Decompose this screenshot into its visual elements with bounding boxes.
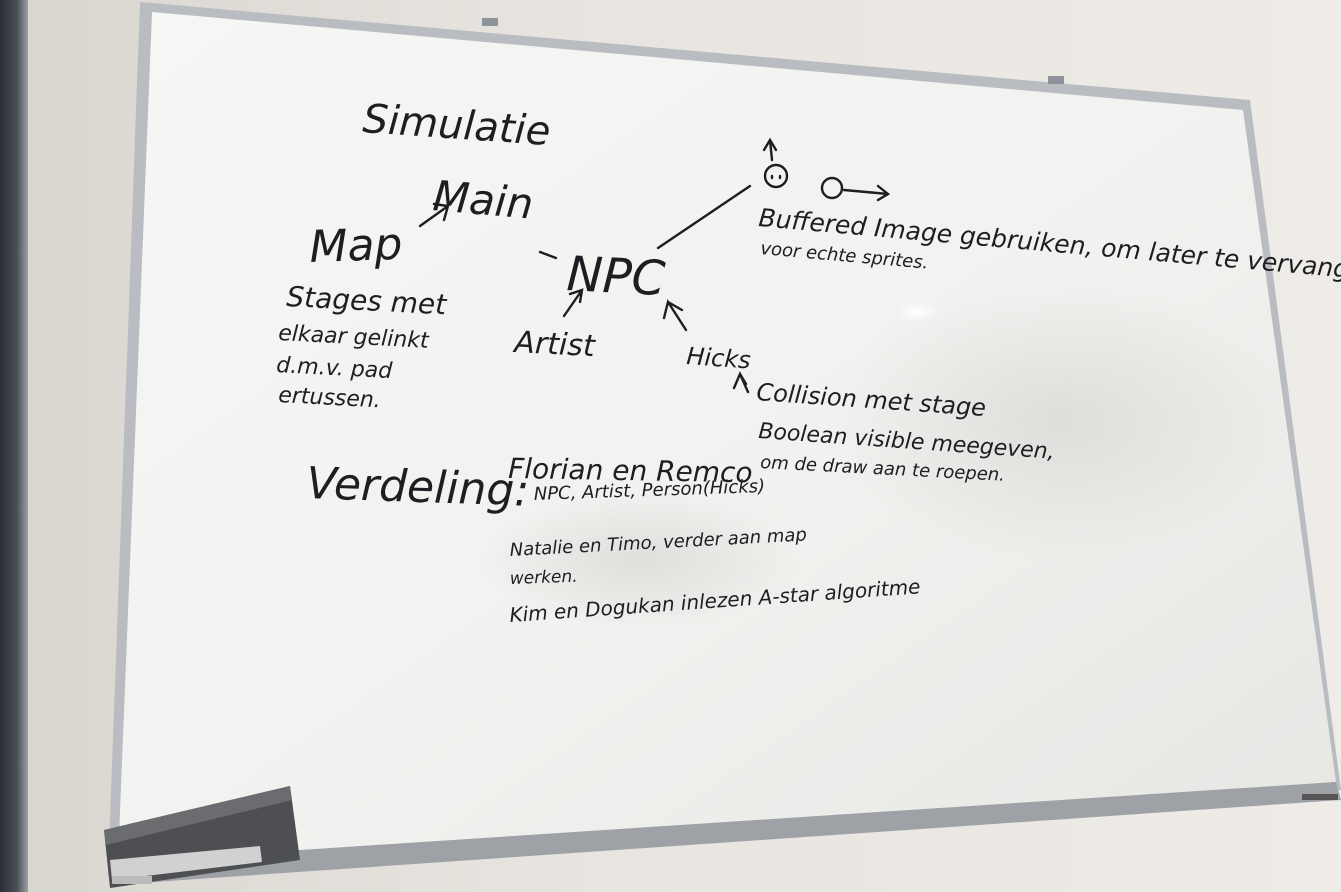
arrow-right-icon bbox=[842, 184, 891, 202]
eraser-object bbox=[104, 786, 300, 888]
door-frame bbox=[0, 0, 28, 892]
verdeling-line-4: werken. bbox=[509, 567, 578, 589]
arrow-up-icon bbox=[762, 137, 778, 162]
sprite-eyes bbox=[770, 174, 782, 180]
label-artist: Artist bbox=[512, 325, 597, 364]
arrow-collision-to-hicks bbox=[732, 371, 750, 394]
label-hicks: Hicks bbox=[686, 342, 752, 374]
smudge bbox=[830, 280, 1290, 560]
label-map: Map bbox=[309, 219, 404, 273]
arrow-hicks-to-npc bbox=[662, 299, 688, 332]
marker-tray bbox=[110, 782, 1341, 885]
frame-clip bbox=[1048, 76, 1064, 84]
sketch-strokes bbox=[418, 137, 891, 394]
label-verdeling: Verdeling: bbox=[306, 458, 530, 517]
light-glare bbox=[896, 302, 940, 322]
arrow-map-to-main bbox=[418, 202, 450, 228]
label-npc: NPC bbox=[565, 246, 667, 307]
verdeling-line-1: Florian en Remco bbox=[508, 452, 753, 489]
arrow-artist-to-npc bbox=[562, 288, 584, 318]
map-note-4: ertussen. bbox=[278, 383, 382, 413]
tick-mark bbox=[538, 250, 558, 260]
frame-label bbox=[1302, 794, 1338, 800]
sprite-figure bbox=[820, 176, 844, 200]
sprite-figure bbox=[763, 163, 789, 189]
smudge bbox=[480, 490, 800, 630]
label-main: Main bbox=[431, 171, 535, 229]
map-note-3: d.m.v. pad bbox=[276, 353, 394, 384]
line-npc-to-sprite bbox=[656, 184, 752, 250]
frame-clip bbox=[482, 18, 498, 26]
